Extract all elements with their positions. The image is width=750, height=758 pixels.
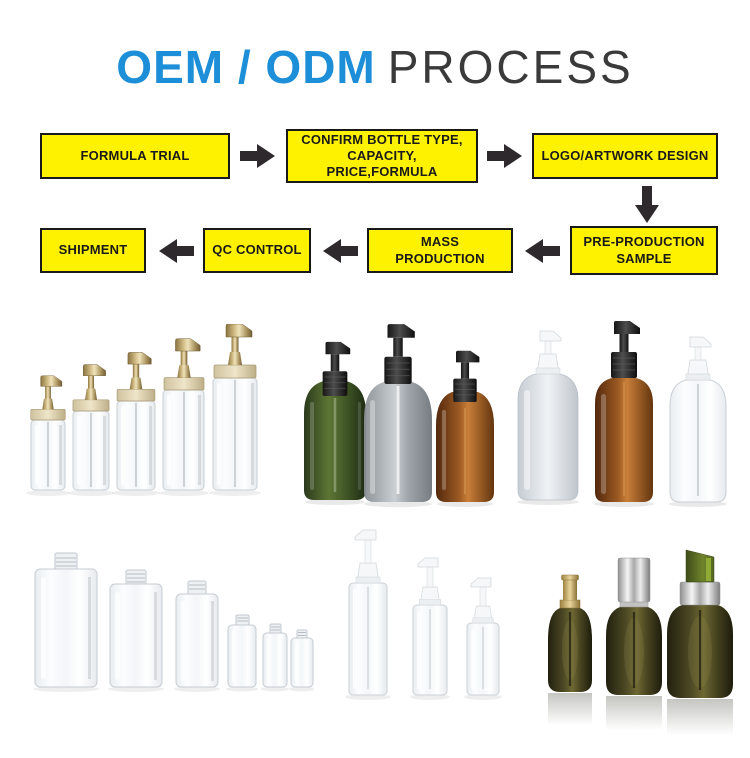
arrow-right-icon — [240, 143, 276, 169]
flow-step-label: LOGO/ARTWORK DESIGN — [541, 147, 709, 163]
arrow-down-icon — [634, 186, 660, 224]
photo-square-clear-open-neck-bottles — [22, 537, 315, 705]
flow-step-confirm-bottle: CONFIRM BOTTLE TYPE, CAPACITY, PRICE,FOR… — [286, 129, 478, 183]
flow-step-logo-artwork-design: LOGO/ARTWORK DESIGN — [532, 133, 718, 179]
arrow-left-icon — [524, 238, 560, 264]
photo-pearl-amber-clear-lotion-pump-bottles — [504, 320, 736, 512]
arrow-left-icon — [158, 238, 194, 264]
flow-step-label: PRE-PRODUCTION SAMPLE — [583, 234, 705, 266]
flow-step-formula-trial: FORMULA TRIAL — [40, 133, 230, 179]
arrow-right-icon — [487, 143, 523, 169]
title-accent: OEM / ODM — [116, 41, 376, 93]
flow-step-label: MASS PRODUCTION — [395, 234, 485, 266]
flow-step-label: CONFIRM BOTTLE TYPE, CAPACITY, PRICE,FOR… — [301, 131, 463, 180]
photo-olive-glass-dropper-bottles — [530, 540, 742, 745]
title-plain: PROCESS — [387, 41, 634, 93]
flow-step-label: FORMULA TRIAL — [80, 147, 190, 163]
photo-clear-cylinder-white-pump-bottles — [320, 527, 522, 709]
photo-square-clear-gold-pump-bottles — [18, 323, 268, 512]
arrow-left-icon — [322, 238, 358, 264]
flow-step-mass-production: MASS PRODUCTION — [367, 228, 513, 273]
flow-step-shipment: SHIPMENT — [40, 228, 146, 273]
flow-step-label: SHIPMENT — [58, 242, 128, 258]
flow-step-qc-control: QC CONTROL — [203, 228, 311, 273]
flow-step-pre-production-sample: PRE-PRODUCTION SAMPLE — [570, 226, 718, 275]
photo-green-gray-amber-black-pump-bottles — [280, 322, 500, 510]
flow-step-label: QC CONTROL — [212, 242, 302, 258]
